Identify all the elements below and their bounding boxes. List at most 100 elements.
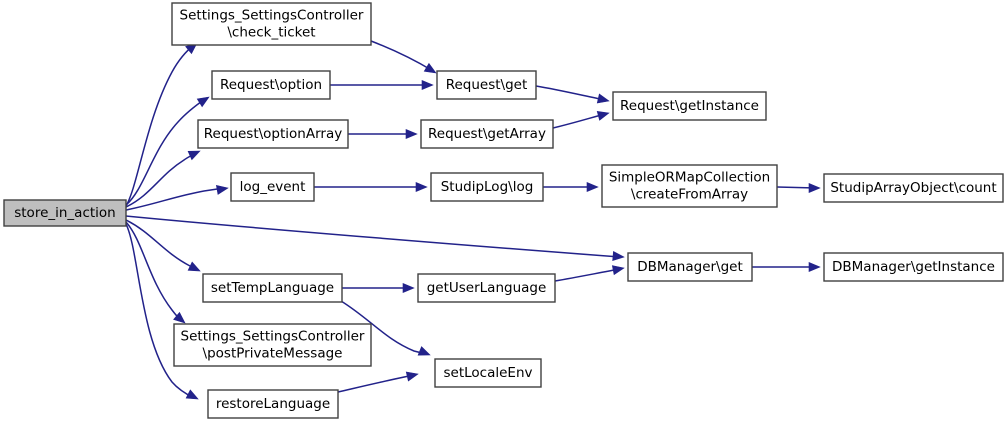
arrowhead-icon (415, 181, 428, 193)
arrowhead-icon (173, 311, 186, 324)
node-label: Request\getInstance (620, 98, 759, 114)
node-label: \check_ticket (227, 25, 315, 41)
node-box[interactable] (207, 389, 339, 419)
edge-store_in_action-to-log_event (125, 184, 229, 211)
node-box[interactable] (434, 358, 542, 388)
graph-node-request_getInstance[interactable]: Request\getInstance (612, 91, 767, 121)
node-box[interactable] (430, 172, 544, 202)
graph-node-store_in_action[interactable]: store_in_action (3, 199, 127, 227)
graph-node-studiparrayobject_count[interactable]: StudipArrayObject\count (823, 173, 1004, 203)
node-label: restoreLanguage (216, 396, 330, 412)
arrowhead-icon (596, 111, 610, 121)
node-box[interactable] (823, 252, 1004, 282)
arrowhead-icon (423, 62, 437, 74)
node-label: Request\getArray (428, 126, 546, 142)
graph-node-request_get[interactable]: Request\get (436, 70, 537, 100)
arrowhead-icon (808, 261, 821, 273)
node-label: \postPrivateMessage (203, 346, 343, 362)
edge-store_in_action-to-dbmanager_get (125, 215, 625, 262)
edge-studiplog_log-to-createFromArray (543, 181, 599, 193)
edge-line (554, 268, 621, 282)
edge-store_in_action-to-setTempLanguage (125, 219, 201, 272)
edge-store_in_action-to-request_optionArray (125, 150, 201, 208)
graph-node-setLocaleEnv[interactable]: setLocaleEnv (434, 358, 542, 388)
node-label: Settings_SettingsController (180, 8, 364, 24)
arrowhead-icon (405, 128, 418, 140)
node-box[interactable] (627, 252, 753, 282)
edge-layer (125, 40, 821, 400)
node-box[interactable] (211, 70, 331, 100)
node-label: setLocaleEnv (443, 365, 532, 381)
graph-node-studiplog_log[interactable]: StudipLog\log (430, 172, 544, 202)
arrowhead-icon (196, 96, 210, 108)
node-box[interactable] (202, 273, 343, 303)
node-label: getUserLanguage (427, 280, 547, 296)
arrowhead-icon (417, 346, 431, 356)
edge-line (535, 85, 606, 101)
node-label: Request\option (220, 77, 322, 93)
arrowhead-icon (808, 182, 821, 194)
arrowhead-icon (187, 261, 201, 272)
graph-node-setTempLanguage[interactable]: setTempLanguage (202, 273, 343, 303)
node-label: Request\optionArray (204, 126, 342, 142)
node-box[interactable] (823, 173, 1004, 203)
edge-restoreLanguage-to-setLocaleEnv (337, 371, 419, 393)
arrowhead-icon (215, 184, 229, 195)
node-box[interactable] (171, 2, 372, 46)
node-box[interactable] (601, 164, 778, 208)
node-box[interactable] (612, 91, 767, 121)
node-box[interactable] (436, 70, 537, 100)
arrowhead-icon (405, 371, 419, 382)
edge-store_in_action-to-postPrivateMessage (125, 221, 186, 324)
edge-line (125, 221, 183, 322)
node-box[interactable] (417, 273, 556, 303)
arrowhead-icon (596, 93, 610, 104)
graph-node-request_option[interactable]: Request\option (211, 70, 331, 100)
graph-node-dbmanager_getInstance[interactable]: DBManager\getInstance (823, 252, 1004, 282)
graph-node-request_getArray[interactable]: Request\getArray (420, 119, 554, 149)
edge-dbmanager_get-to-dbmanager_getInstance (752, 261, 821, 273)
node-box[interactable] (3, 199, 127, 227)
node-label: setTempLanguage (211, 280, 334, 296)
node-label: StudipLog\log (441, 179, 534, 195)
node-box[interactable] (173, 323, 372, 367)
edge-line (125, 187, 225, 211)
edge-check_ticket-to-request_get (370, 40, 437, 74)
edge-log_event-to-studiplog_log (314, 181, 428, 193)
node-label: SimpleORMapCollection (609, 170, 770, 186)
graph-node-postPrivateMessage[interactable]: Settings_SettingsController\postPrivateM… (173, 323, 372, 367)
node-label: Request\get (446, 77, 528, 93)
arrowhead-icon (187, 150, 201, 161)
edge-line (125, 223, 195, 399)
graph-node-check_ticket[interactable]: Settings_SettingsController\check_ticket (171, 2, 372, 46)
node-box[interactable] (420, 119, 554, 149)
edge-line (370, 40, 434, 72)
edge-line (552, 113, 606, 129)
edge-line (125, 215, 621, 258)
edge-line (125, 219, 197, 270)
edge-request_option-to-request_get (330, 79, 434, 91)
edge-store_in_action-to-check_ticket (125, 42, 198, 207)
node-box[interactable] (197, 119, 349, 149)
graph-node-dbmanager_get[interactable]: DBManager\get (627, 252, 753, 282)
arrowhead-icon (612, 250, 625, 262)
edge-request_get-to-request_getInstance (535, 85, 610, 104)
arrowhead-icon (611, 265, 625, 276)
graph-node-request_optionArray[interactable]: Request\optionArray (197, 119, 349, 149)
edge-line (125, 44, 195, 207)
edge-setTempLanguage-to-setLocaleEnv (340, 300, 431, 356)
edge-createFromArray-to-studiparrayobject_count (776, 182, 821, 194)
graph-node-log_event[interactable]: log_event (230, 172, 315, 202)
graph-node-createFromArray[interactable]: SimpleORMapCollection\createFromArray (601, 164, 778, 208)
node-label: Settings_SettingsController (181, 329, 365, 345)
node-label: log_event (240, 179, 306, 195)
node-label: DBManager\get (637, 259, 743, 275)
graph-node-getUserLanguage[interactable]: getUserLanguage (417, 273, 556, 303)
edge-line (337, 374, 415, 393)
arrowhead-icon (421, 79, 434, 91)
graph-node-restoreLanguage[interactable]: restoreLanguage (207, 389, 339, 419)
node-box[interactable] (230, 172, 315, 202)
edge-request_getArray-to-request_getInstance (552, 111, 610, 129)
